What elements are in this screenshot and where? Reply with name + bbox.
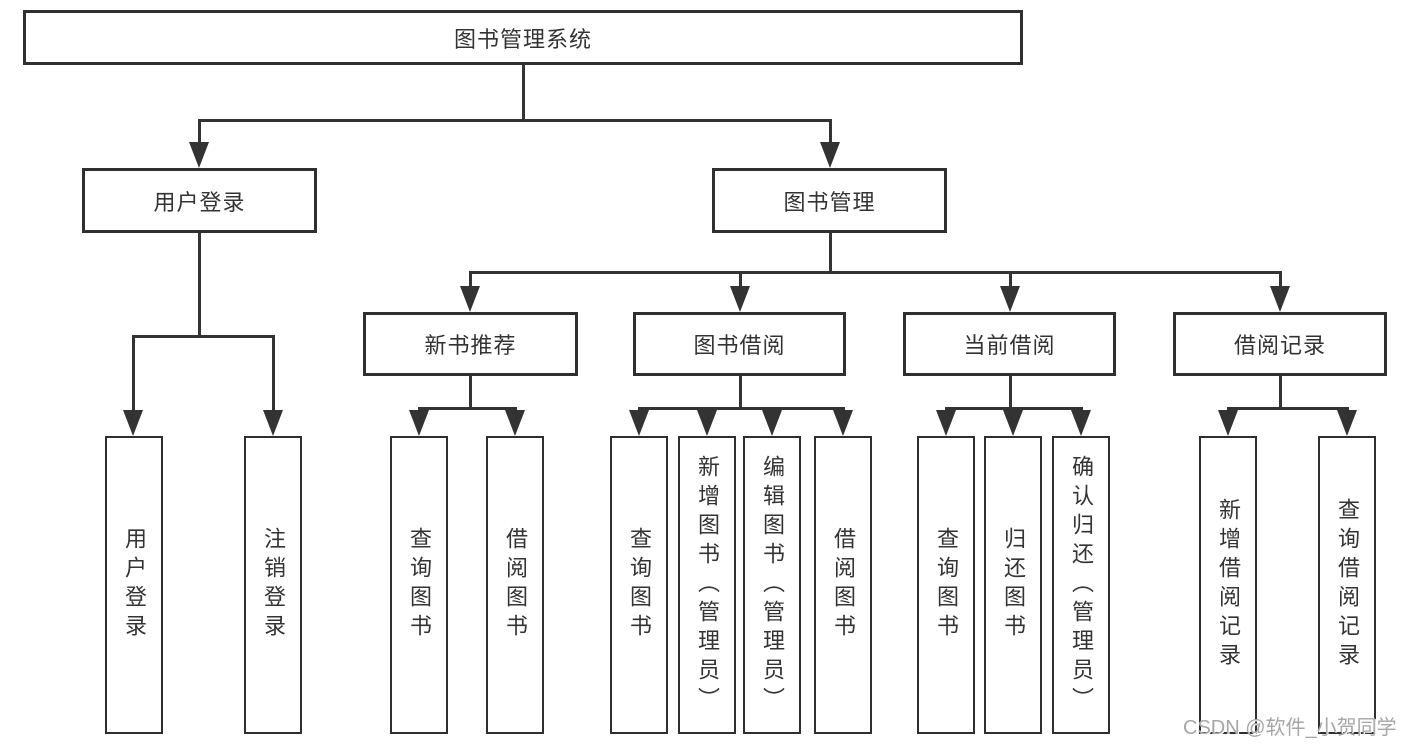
node-library-management-system: 图书管理系统 bbox=[23, 10, 1023, 65]
leaf-recommend-borrow-books: 借阅图书 bbox=[486, 436, 544, 734]
connector-line bbox=[1226, 407, 1349, 410]
leaf-records-query-borrow-record: 查询借阅记录 bbox=[1318, 436, 1376, 734]
leaf-current-confirm-return-admin: 确认归还（管理员） bbox=[1052, 436, 1110, 734]
node-new-book-recommendation: 新书推荐 bbox=[363, 312, 578, 376]
leaf-recommend-query-books: 查询图书 bbox=[390, 436, 448, 734]
connector-line bbox=[417, 407, 517, 410]
arrowhead-icon bbox=[1003, 410, 1023, 436]
leaf-user-login: 用户登录 bbox=[105, 436, 163, 734]
leaf-current-return-books: 归还图书 bbox=[984, 436, 1042, 734]
arrowhead-icon bbox=[936, 410, 956, 436]
csdn-watermark: CSDN @软件_小贺同学 bbox=[1183, 717, 1397, 739]
connector-line bbox=[828, 233, 832, 274]
connector-line bbox=[131, 335, 135, 413]
leaf-borrowing-add-books-admin: 新增图书（管理员） bbox=[678, 436, 736, 734]
connector-line bbox=[468, 271, 472, 293]
arrowhead-icon bbox=[263, 410, 283, 436]
connector-line bbox=[1008, 271, 1012, 293]
leaf-borrowing-edit-books-admin: 编辑图书（管理员） bbox=[743, 436, 801, 734]
connector-line bbox=[1008, 376, 1012, 410]
leaf-records-add-borrow-record: 新增借阅记录 bbox=[1199, 436, 1257, 734]
arrowhead-icon bbox=[123, 410, 143, 436]
node-borrowing-records: 借阅记录 bbox=[1173, 312, 1387, 376]
connector-line bbox=[197, 233, 201, 338]
node-current-borrowing: 当前借阅 bbox=[903, 312, 1116, 376]
arrowhead-icon bbox=[1270, 286, 1290, 312]
connector-line bbox=[1278, 376, 1282, 410]
connector-line bbox=[468, 376, 472, 410]
arrowhead-icon bbox=[1337, 410, 1357, 436]
connector-line bbox=[468, 271, 1282, 274]
node-book-management: 图书管理 bbox=[712, 168, 947, 233]
arrowhead-icon bbox=[1000, 286, 1020, 312]
leaf-logout: 注销登录 bbox=[244, 436, 302, 734]
arrowhead-icon bbox=[762, 410, 782, 436]
connector-line bbox=[637, 407, 845, 410]
connector-line bbox=[131, 335, 275, 338]
arrowhead-icon bbox=[460, 286, 480, 312]
arrowhead-icon bbox=[1071, 410, 1091, 436]
node-user-login: 用户登录 bbox=[82, 168, 317, 233]
leaf-borrowing-query-books: 查询图书 bbox=[610, 436, 668, 734]
arrowhead-icon bbox=[820, 142, 840, 168]
arrowhead-icon bbox=[505, 410, 525, 436]
connector-line bbox=[197, 119, 831, 122]
arrowhead-icon bbox=[697, 410, 717, 436]
leaf-borrowing-borrow-books: 借阅图书 bbox=[814, 436, 872, 734]
connector-line bbox=[271, 335, 275, 413]
leaf-current-query-books: 查询图书 bbox=[917, 436, 975, 734]
arrowhead-icon bbox=[189, 142, 209, 168]
arrowhead-icon bbox=[1218, 410, 1238, 436]
connector-line bbox=[1278, 271, 1282, 293]
connector-line bbox=[738, 376, 742, 410]
connector-line bbox=[521, 65, 525, 122]
connector-line bbox=[197, 119, 201, 153]
node-book-borrowing: 图书借阅 bbox=[633, 312, 846, 376]
arrowhead-icon bbox=[409, 410, 429, 436]
arrowhead-icon bbox=[730, 286, 750, 312]
connector-line bbox=[828, 119, 832, 153]
arrowhead-icon bbox=[833, 410, 853, 436]
connector-line bbox=[738, 271, 742, 293]
connector-line bbox=[944, 407, 1083, 410]
arrowhead-icon bbox=[629, 410, 649, 436]
